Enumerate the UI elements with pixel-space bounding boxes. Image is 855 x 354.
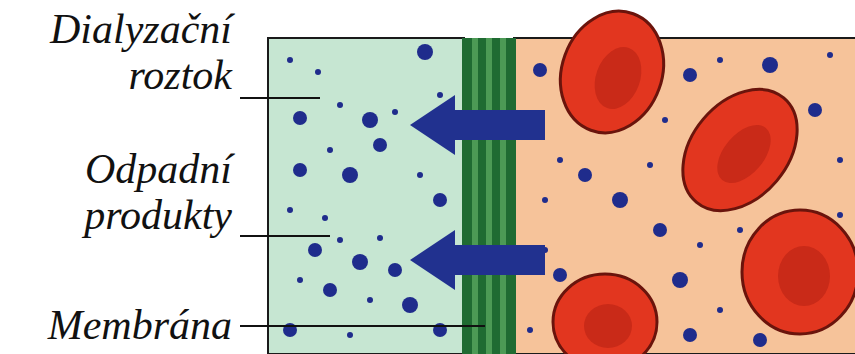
- part-label: Odpadní produkty: [4, 146, 232, 238]
- part-label: Dialyzační roztok: [4, 6, 232, 98]
- part-label: Membrána: [4, 302, 232, 348]
